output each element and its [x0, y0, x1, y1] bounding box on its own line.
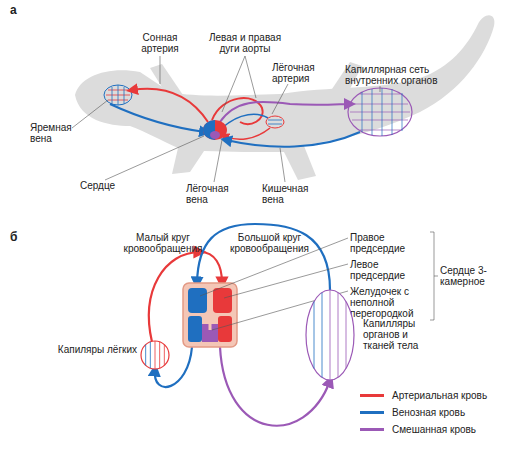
- label-text: Желудочек с неполной перегородкой: [350, 286, 428, 319]
- legend-swatch: [360, 428, 384, 431]
- heart-symbol: [203, 120, 227, 140]
- label-text: Правое предсердие: [350, 232, 428, 254]
- legend-swatch: [360, 411, 384, 414]
- pulmonary-artery: [222, 114, 268, 128]
- label-text: Лёгочная вена: [186, 183, 241, 205]
- label-text: б: [10, 232, 30, 243]
- organ-capillaries: [348, 88, 412, 136]
- legend-swatch: [360, 394, 384, 397]
- jugular-vein: [110, 104, 205, 132]
- label-text: Левая и правая дуги аорты: [205, 32, 285, 54]
- label-text: Яремная вена: [30, 122, 80, 144]
- lizard-silhouette: [75, 15, 494, 180]
- heart-box: [183, 283, 237, 347]
- label-text: Лёгочная артерия: [272, 62, 332, 84]
- systemic-loop-venous: [197, 224, 330, 290]
- label-text: а: [10, 5, 30, 16]
- label-text: Малый круг кровообращения: [118, 232, 208, 254]
- capillary-node: Капиляры лёгких: [55, 335, 170, 375]
- capillary-shape: [55, 335, 170, 375]
- label-text: Кишечная вена: [262, 183, 317, 205]
- head-capillaries: [104, 85, 132, 105]
- label-text: Капиллярная сеть внутренних органов: [345, 64, 445, 86]
- label-text: Сонная артерия: [135, 32, 185, 54]
- node-label: Капилляры органов и тканей тела: [363, 318, 425, 351]
- lung-capillaries: [266, 116, 284, 128]
- aortic-arches: [220, 102, 350, 122]
- legend-text: Венозная кровь: [392, 407, 465, 418]
- legend-text: Смешанная кровь: [392, 424, 476, 435]
- legend-text: Артериальная кровь: [392, 390, 487, 401]
- label-text: Сердце 3-камерное: [440, 265, 502, 287]
- label-text: Левое предсердие: [350, 259, 428, 281]
- leader-lines: [72, 56, 380, 182]
- label-text: Сердце: [80, 180, 130, 191]
- lizard-leg: [150, 64, 185, 100]
- intestinal-vein: [226, 132, 360, 147]
- label-text: Большой круг кровообращения: [222, 232, 317, 254]
- pulmonary-vein: [224, 128, 270, 139]
- capillary-node: Капилляры органов и тканей тела: [305, 288, 445, 383]
- node-label: Капиляры лёгких: [55, 344, 137, 355]
